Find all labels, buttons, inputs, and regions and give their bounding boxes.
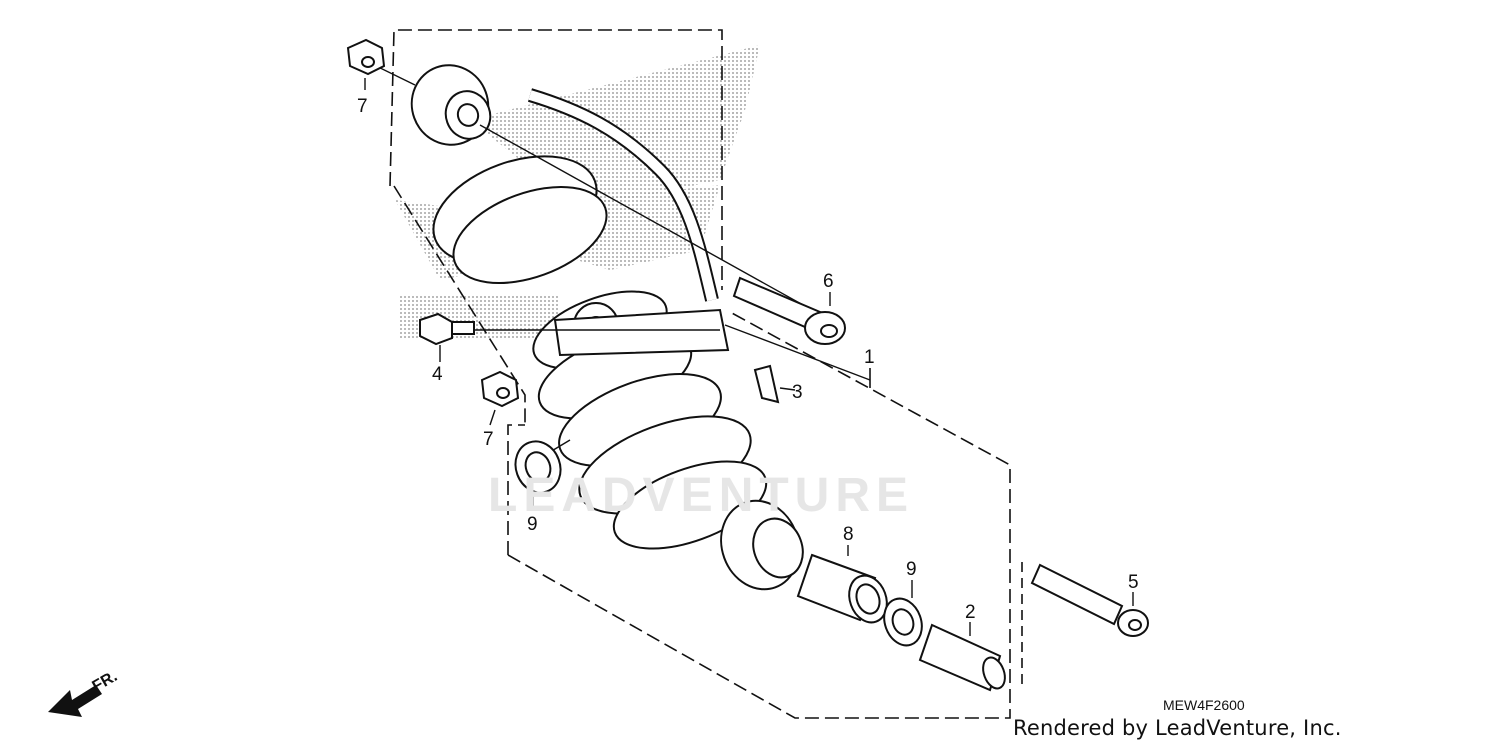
part-3-clip [753,364,780,404]
part-6-bolt [732,276,846,345]
diagram-reference-code: MEW4F2600 [1163,697,1245,713]
credit-line: Rendered by LeadVenture, Inc. [1013,716,1342,740]
part-8-bearing [796,553,888,624]
callout-8: 8 [843,524,854,545]
callout-9-right: 9 [906,559,917,580]
callout-3: 3 [792,382,803,403]
callout-4: 4 [432,364,443,385]
callout-6: 6 [823,271,834,292]
callout-5: 5 [1128,572,1139,593]
callout-2: 2 [965,602,976,623]
front-direction-arrow-icon: FR. [48,668,120,717]
callout-9-left: 9 [527,514,538,535]
part-9-left-seal [514,440,562,494]
watermark: LEADVENTURE [488,469,915,522]
assembly-outline [389,29,1023,719]
part-9-right-seal [883,597,923,647]
callout-1: 1 [864,347,875,368]
callout-7-upper: 7 [357,96,368,117]
callout-7-lower: 7 [483,429,494,450]
part-5-bolt [1030,563,1149,637]
callout-ticks [364,78,1134,636]
part-2-collar [918,623,1006,692]
callouts: 1 2 3 4 5 6 7 7 8 9 9 [357,96,1139,623]
part-4-bolt [419,312,475,346]
part-7-lower-nut [480,370,520,408]
part-7-upper-nut [346,38,386,76]
shock-absorber [410,64,804,591]
